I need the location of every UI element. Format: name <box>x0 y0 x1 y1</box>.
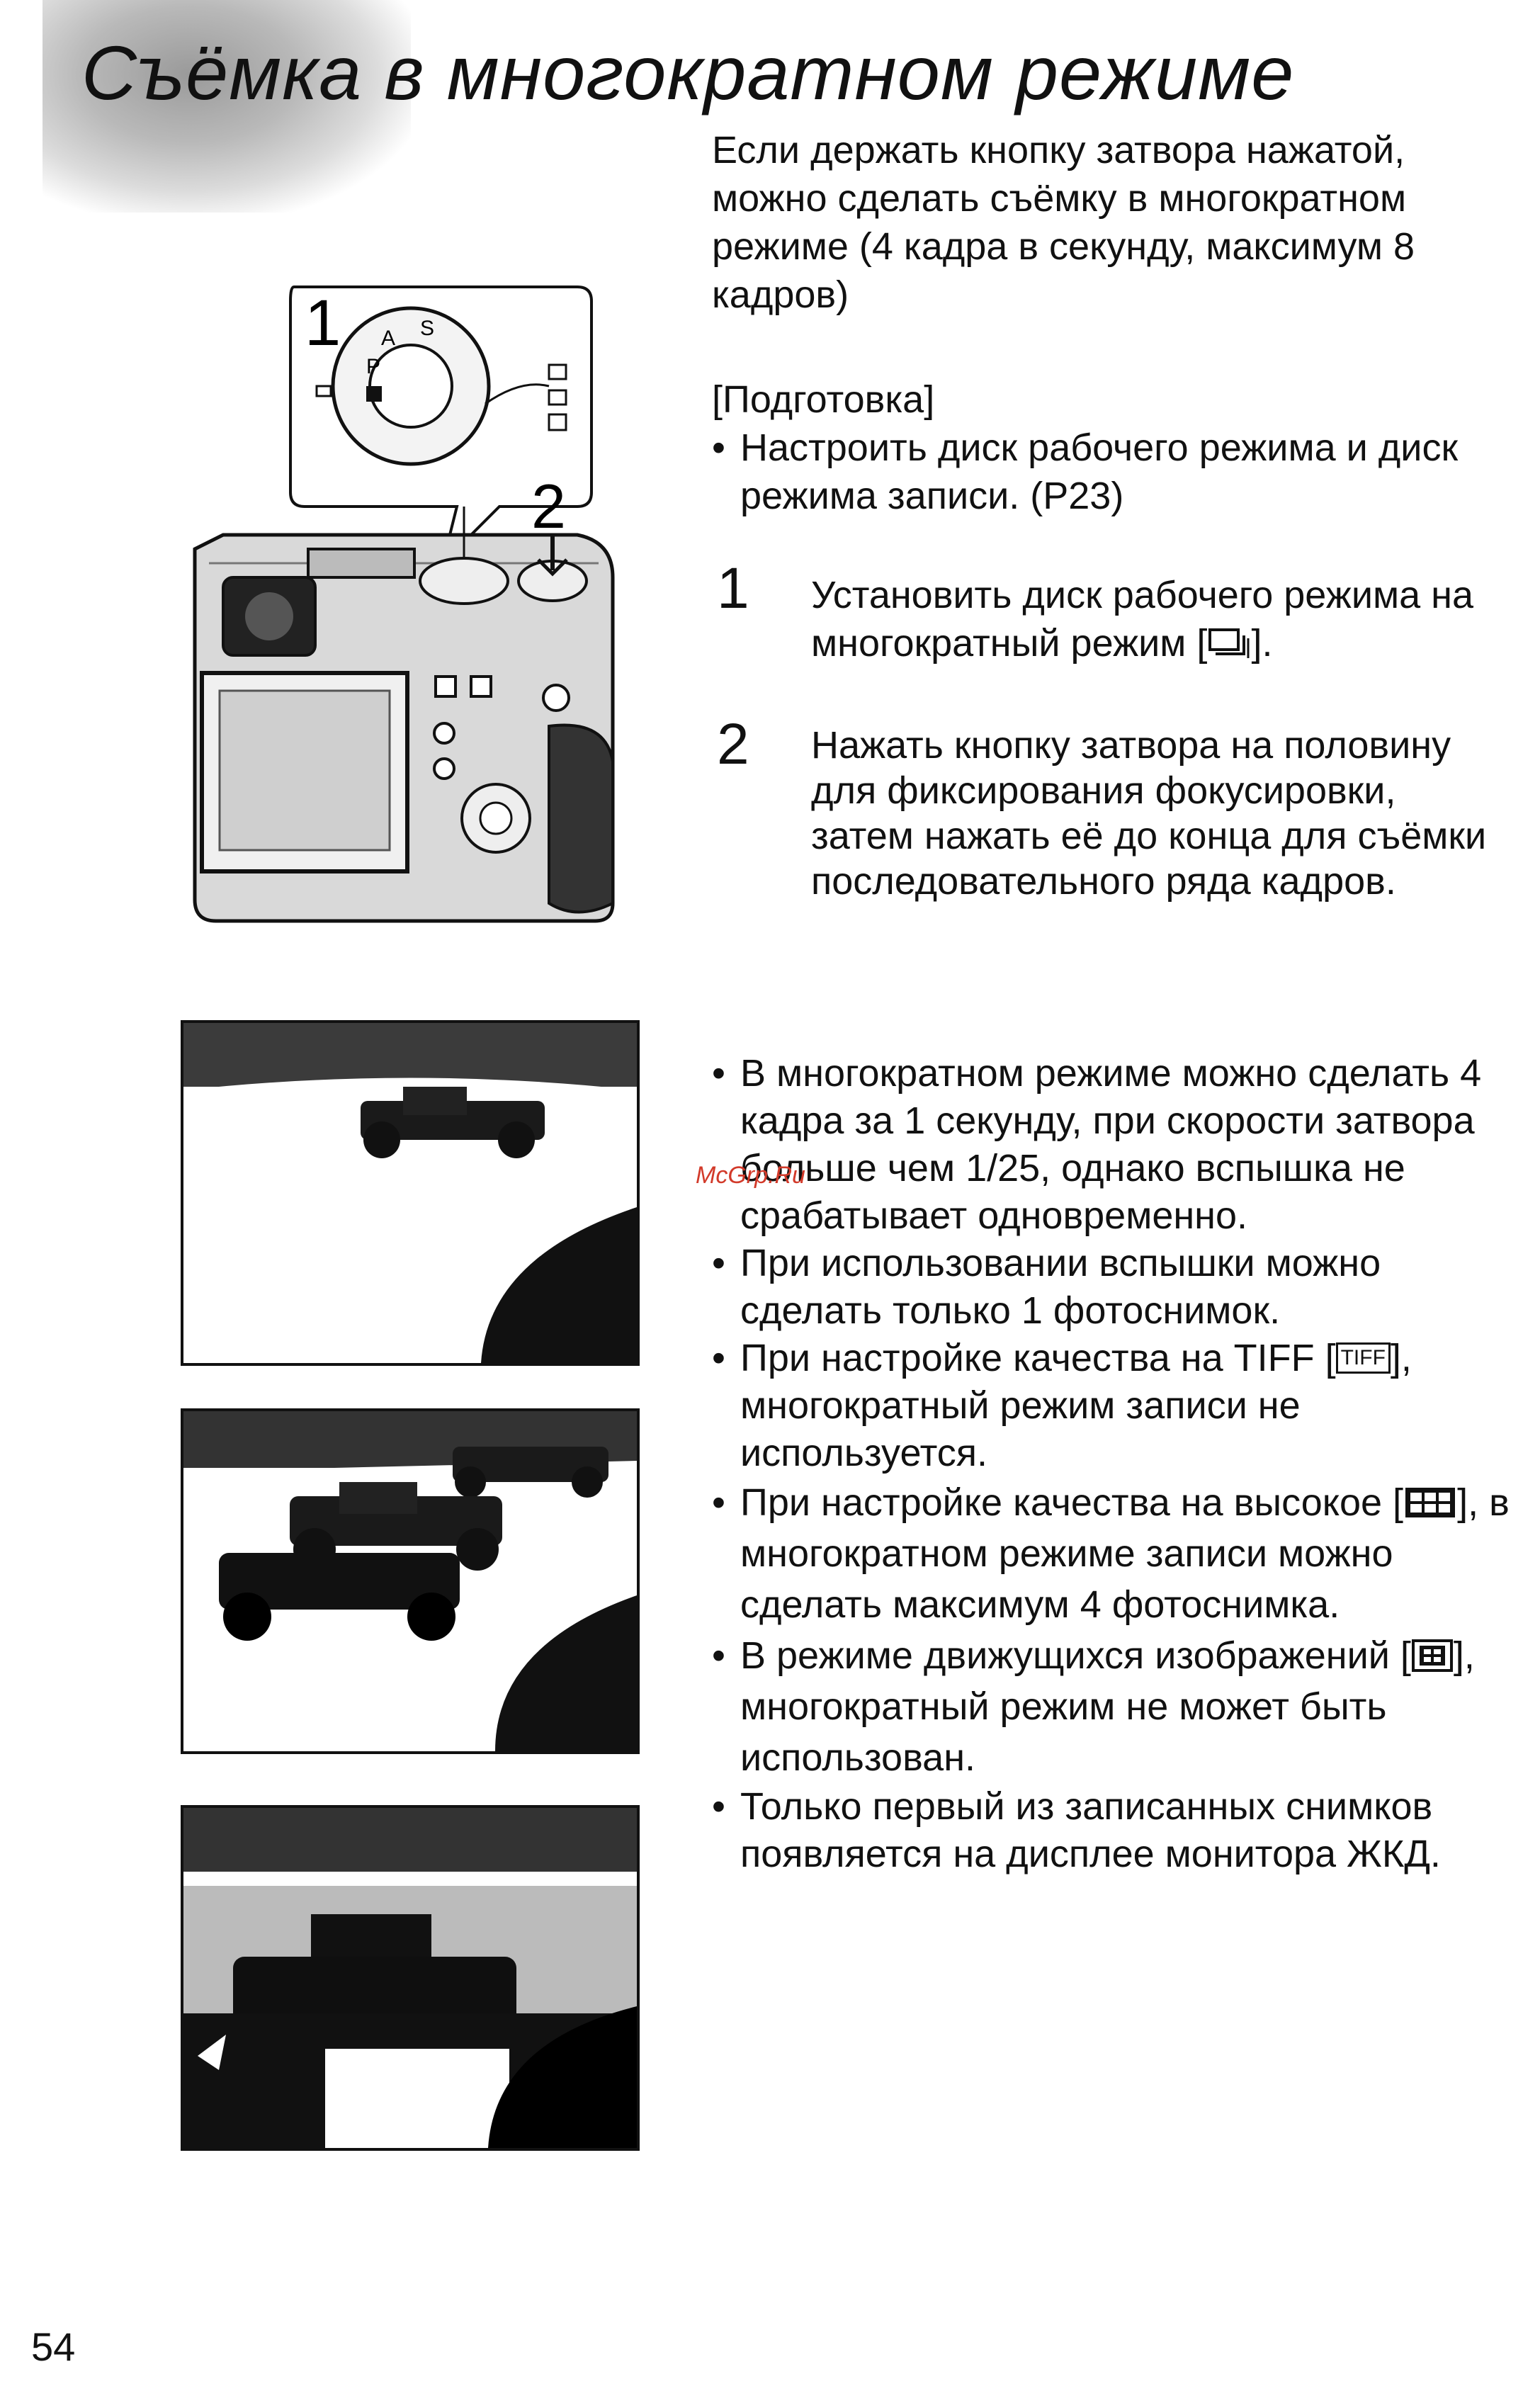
dial-letter: S <box>420 317 434 340</box>
note-item: • При настройке качества на TIFF [TIFF],… <box>712 1335 1512 1477</box>
preparation-text: Настроить диск рабочего режима и диск ре… <box>740 426 1459 517</box>
bullet-mark: • <box>712 426 725 469</box>
bullet-mark: • <box>712 1242 725 1284</box>
step-number-1: 1 <box>717 556 749 621</box>
bullet-mark: • <box>712 1481 725 1524</box>
bullet-mark: • <box>712 1785 725 1828</box>
sample-photo-2 <box>181 1408 640 1754</box>
note-item: • Только первый из записанных снимков по… <box>712 1783 1512 1878</box>
step-1-text: Установить диск рабочего режима на много… <box>811 574 1474 665</box>
burst-mode-icon <box>548 389 567 406</box>
bullet-mark: • <box>712 1052 725 1095</box>
page-number: 54 <box>31 2324 76 2369</box>
dial-letter: P <box>366 355 380 378</box>
note-item: • При использовании вспышки можно сделат… <box>712 1240 1512 1335</box>
preparation-label: [Подготовка] <box>712 378 935 421</box>
burst-mode-icon <box>1208 628 1250 658</box>
watermark: McGrp.Ru <box>696 1162 805 1189</box>
bullet-mark: • <box>712 1337 725 1379</box>
playback-mode-icon <box>548 413 567 431</box>
dial-letter: A <box>381 327 395 350</box>
camera-grip <box>548 723 614 914</box>
motion-image-icon <box>1411 1639 1453 1672</box>
notes-list: • В многократном режиме можно сделать 4 … <box>712 1050 1512 1878</box>
preparation-bullet: • Настроить диск рабочего режима и диск … <box>712 424 1505 520</box>
note-text: При настройке качества на высокое [ ], в… <box>740 1481 1510 1626</box>
note-item: • В многократном режиме можно сделать 4 … <box>712 1050 1512 1240</box>
note-item: • В режиме движущихся изображений [ ], м… <box>712 1630 1512 1783</box>
note-text: При использовании вспышки можно сделать … <box>740 1242 1381 1332</box>
callout-number-1: 1 <box>305 287 341 359</box>
page-title: Съёмка в многократном режиме <box>81 30 1295 115</box>
intro-paragraph: Если держать кнопку затвора нажатой, мож… <box>712 129 1415 316</box>
tiff-quality-icon: TIFF <box>1335 1342 1391 1374</box>
step-2-text: Нажать кнопку затвора на половину для фи… <box>811 724 1487 903</box>
note-text: В режиме движущихся изображений [ ], мно… <box>740 1634 1475 1779</box>
title-decoration <box>43 0 411 213</box>
callout-number-2: 2 <box>531 471 566 541</box>
high-quality-icon <box>1405 1487 1456 1517</box>
note-text: Только первый из записанных снимков появ… <box>740 1785 1441 1875</box>
note-item: • При настройке качества на высокое [ ],… <box>712 1477 1512 1630</box>
step-number-2: 2 <box>717 712 749 776</box>
note-text: При настройке качества на TIFF [TIFF], м… <box>740 1337 1412 1474</box>
single-mode-icon <box>548 363 567 380</box>
bullet-mark: • <box>712 1634 725 1677</box>
sample-photo-3 <box>181 1805 640 2151</box>
top-mode-dial <box>419 557 509 605</box>
camera-illustration: S A P 1 2 <box>193 285 615 923</box>
note-text: В многократном режиме можно сделать 4 ка… <box>740 1052 1482 1237</box>
sample-photo-1 <box>181 1020 640 1366</box>
